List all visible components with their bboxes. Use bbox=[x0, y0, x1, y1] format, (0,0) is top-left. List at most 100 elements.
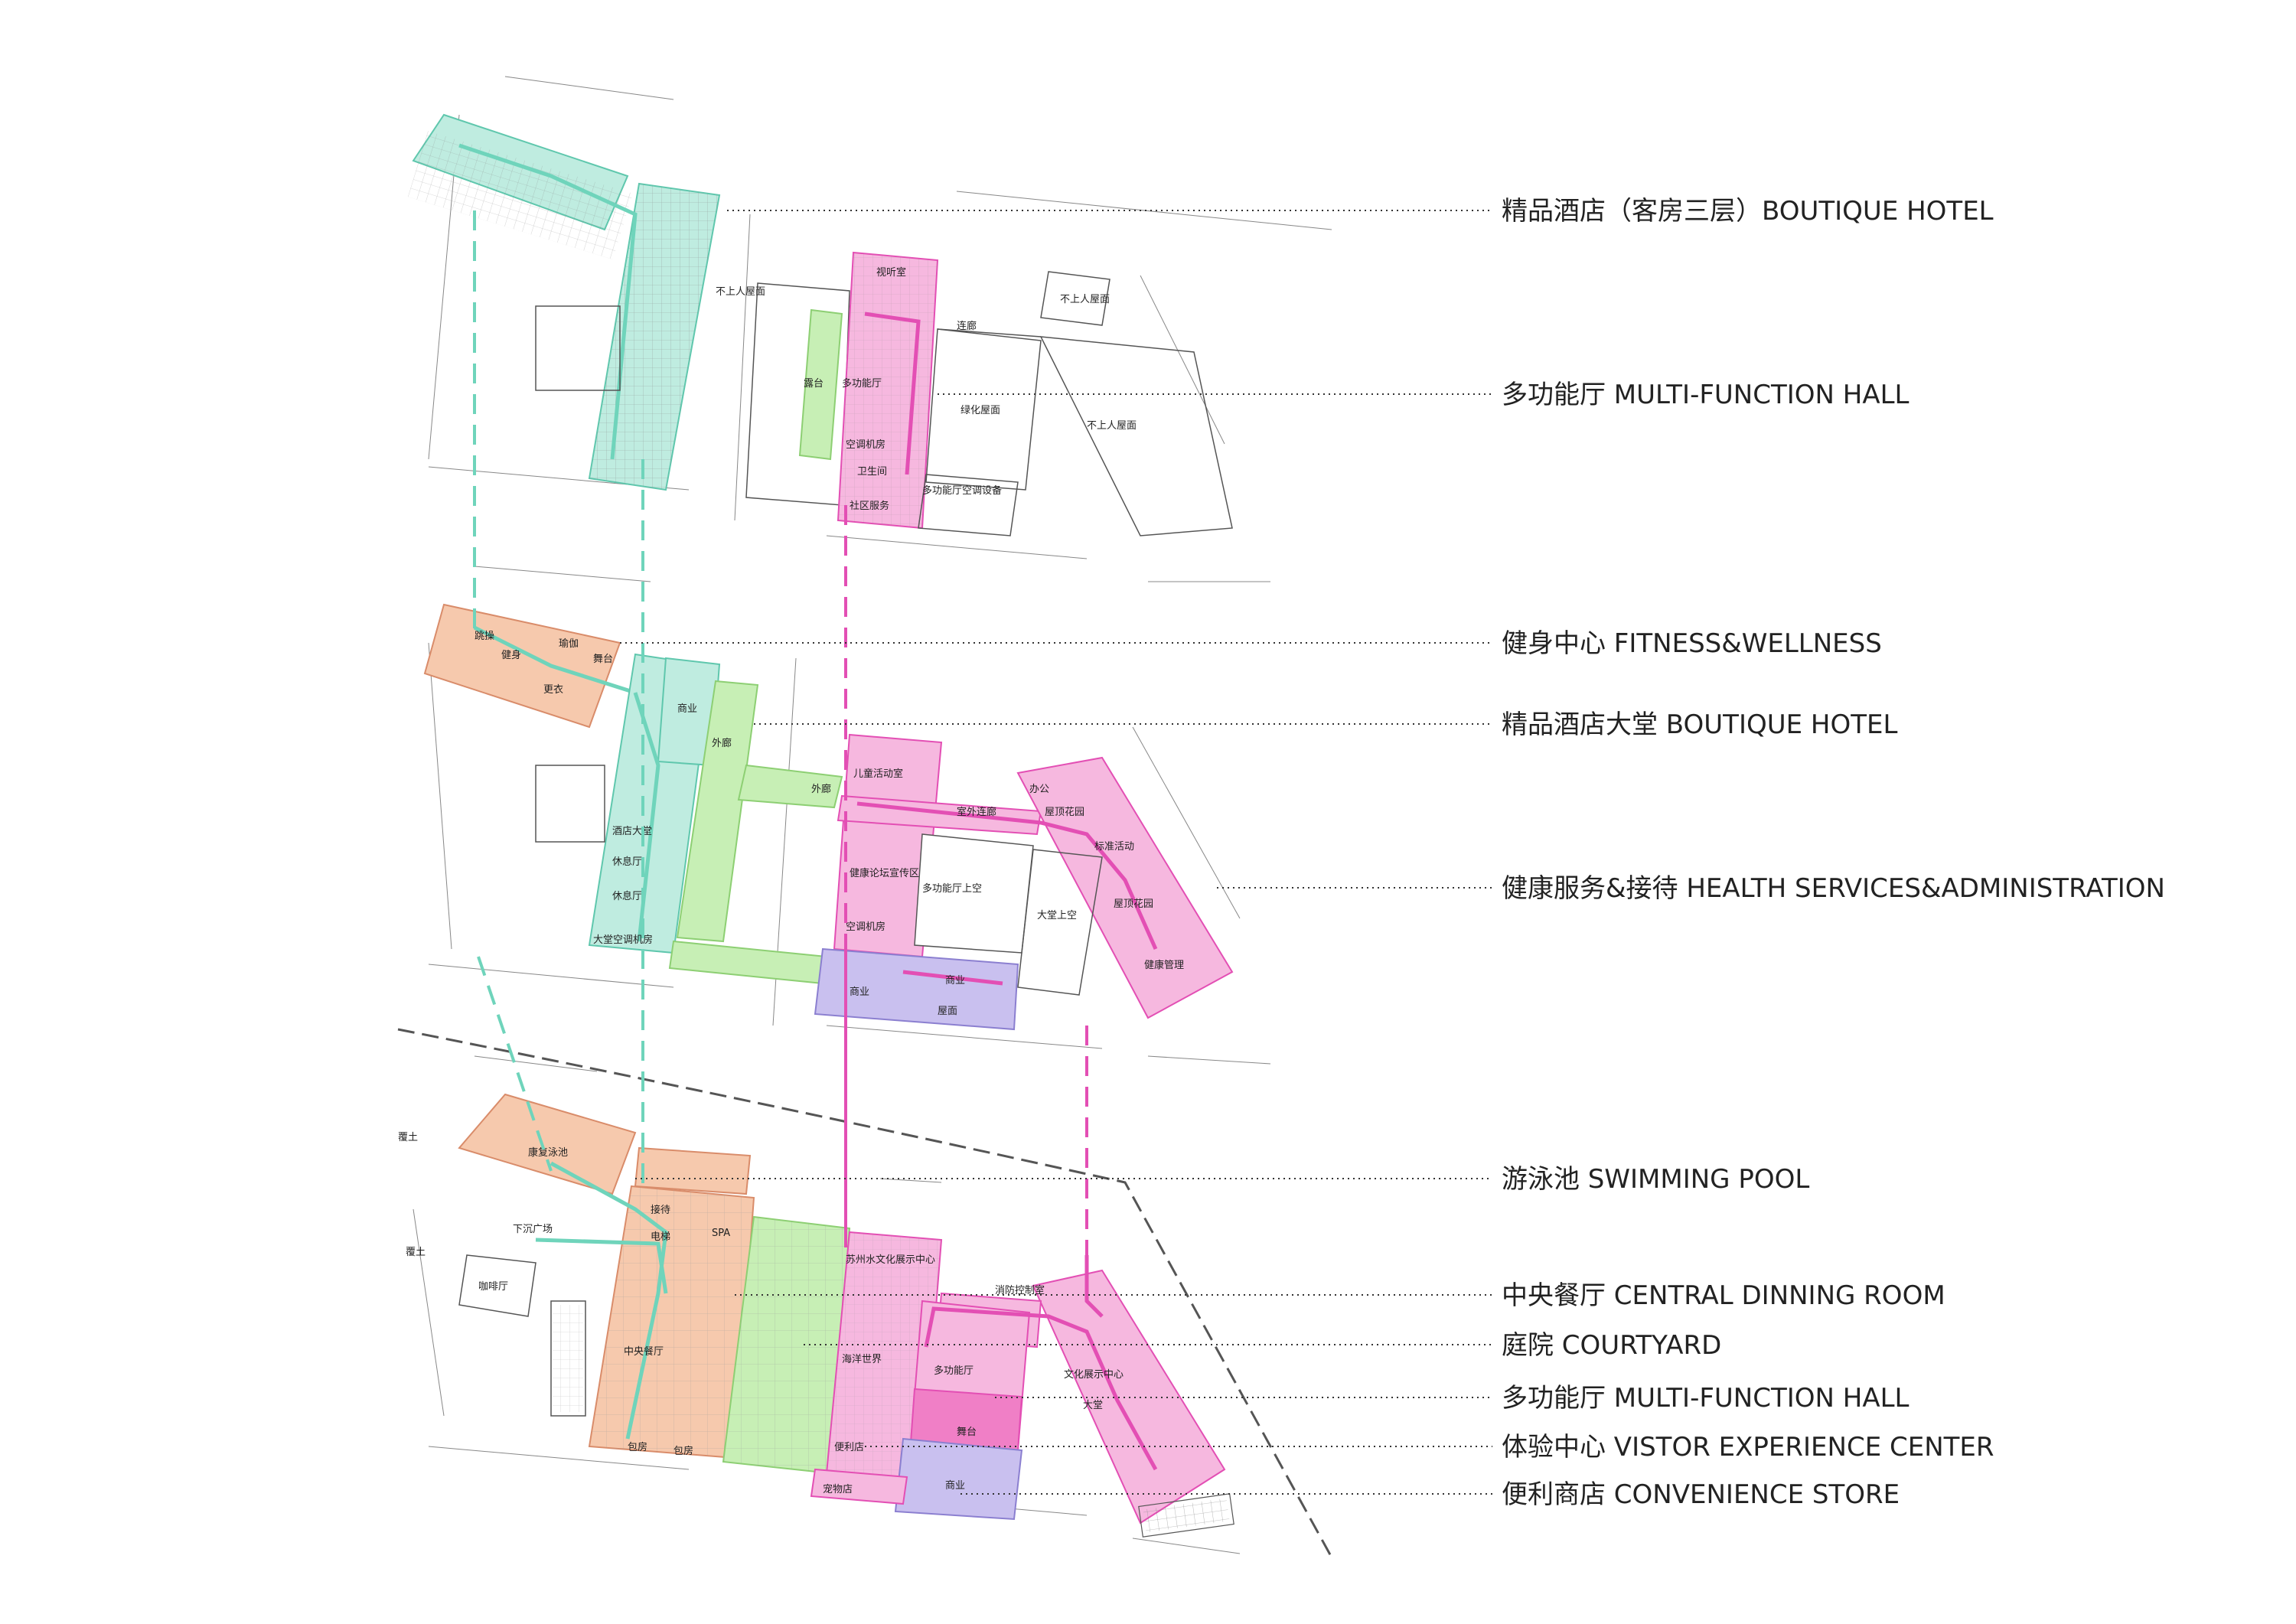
admin-block bbox=[1016, 756, 1234, 1019]
label-shequ: 社区服务 bbox=[850, 500, 889, 512]
cafe-zone bbox=[458, 1254, 536, 1317]
label-baofang2: 包房 bbox=[673, 1445, 693, 1457]
label-lvhua: 绿化屋面 bbox=[960, 405, 1000, 416]
legend-boutique-hotel-rooms: 精品酒店（客房三层）BOUTIQUE HOTEL bbox=[1502, 196, 1994, 227]
legend-boutique-hotel-lobby: 精品酒店大堂 BOUTIQUE HOTEL bbox=[1502, 709, 1897, 740]
label-youyong: 康复泳池 bbox=[528, 1146, 568, 1159]
leader-lines bbox=[620, 210, 1492, 1495]
dining-circulation bbox=[550, 1161, 668, 1440]
floor-bottom: 覆土 康复泳池 接待 SPA 电梯 下沉广场 覆土 咖啡厅 苏州水文化展示中心 … bbox=[397, 1028, 1333, 1558]
label-jiankang: 健康论坛宣传区 bbox=[850, 867, 919, 879]
label-kongtiao2: 空调机房 bbox=[846, 921, 885, 933]
label-wuding2: 屋顶花园 bbox=[1114, 898, 1153, 910]
label-shangye1: 商业 bbox=[677, 703, 697, 715]
dimension-lines-mid bbox=[428, 566, 1271, 1065]
site-boundary bbox=[397, 1028, 1333, 1558]
pet-shop bbox=[810, 1468, 908, 1505]
label-shiwai: 室外连廊 bbox=[957, 806, 996, 818]
terrace-green bbox=[798, 308, 843, 461]
label-jiedai: 接待 bbox=[651, 1204, 670, 1216]
label-bushang1: 不上人屋面 bbox=[716, 286, 765, 298]
label-waiting2: 外廊 bbox=[811, 783, 831, 795]
multi-circulation bbox=[864, 311, 921, 475]
label-tiaowu: 跳操 bbox=[475, 630, 494, 642]
fitness-circulation bbox=[473, 625, 636, 695]
label-shangye3: 商业 bbox=[945, 975, 965, 986]
label-wujia: 舞台 bbox=[593, 654, 613, 665]
label-wenhua: 文化展示中心 bbox=[1064, 1369, 1124, 1381]
floor-middle: 跳操 瑜伽 健身 舞台 更衣 商业 外廊 外廊 儿童活动室 室外连廊 办公 屋顶… bbox=[423, 566, 1271, 1065]
commercial-mid bbox=[814, 947, 1019, 1031]
legend-courtyard: 庭院 COURTYARD bbox=[1502, 1330, 1721, 1361]
label-dataokong: 大堂空调机房 bbox=[593, 934, 653, 946]
culture-circulation-north bbox=[1084, 1255, 1104, 1318]
label-datang: 大堂 bbox=[1083, 1400, 1103, 1411]
legend-health-services: 健康服务&接待 HEALTH SERVICES&ADMINISTRATION bbox=[1502, 873, 2165, 904]
pool-support bbox=[634, 1146, 752, 1195]
label-shangye2: 商业 bbox=[850, 986, 869, 998]
label-bangong: 办公 bbox=[1029, 784, 1049, 795]
roof-right-small bbox=[1040, 271, 1110, 326]
label-fuyu2: 覆土 bbox=[406, 1247, 426, 1258]
roof-right-large bbox=[1039, 336, 1233, 536]
label-kongtiao: 空调机房 bbox=[846, 439, 885, 451]
swimming-pool-block bbox=[458, 1093, 637, 1195]
label-weisheng: 卫生间 bbox=[857, 466, 887, 478]
convenience-store-block bbox=[894, 1437, 1023, 1521]
hotel-circulation bbox=[458, 143, 638, 460]
label-biaozhun: 标准活动 bbox=[1094, 841, 1134, 853]
label-duogongkt: 多功能厅空调设备 bbox=[922, 484, 1002, 497]
legend-convenience-store: 便利商店 CONVENIENCE STORE bbox=[1502, 1479, 1900, 1510]
legend-multi-function-top: 多功能厅 MULTI-FUNCTION HALL bbox=[1502, 380, 1910, 410]
boutique-hotel-rooms bbox=[407, 113, 721, 491]
label-wumian: 屋面 bbox=[938, 1006, 957, 1017]
label-duogong: 多功能厅 bbox=[842, 377, 882, 390]
label-kafei: 咖啡厅 bbox=[478, 1281, 508, 1293]
label-bianli: 便利店 bbox=[834, 1442, 864, 1453]
legend-visitor-experience: 体验中心 VISTOR EXPERIENCE CENTER bbox=[1502, 1432, 1994, 1463]
label-jiankanggl: 健康管理 bbox=[1144, 959, 1184, 971]
label-yujia: 瑜伽 bbox=[559, 638, 579, 650]
legend: 精品酒店（客房三层）BOUTIQUE HOTEL 多功能厅 MULTI-FUNC… bbox=[1502, 196, 2165, 1510]
fitness-block bbox=[423, 603, 621, 729]
legend-swimming-pool: 游泳池 SWIMMING POOL bbox=[1502, 1164, 1809, 1195]
label-xiaofang: 消防控制室 bbox=[995, 1284, 1045, 1296]
label-baofang1: 包房 bbox=[628, 1441, 647, 1453]
green-roof bbox=[925, 328, 1042, 491]
label-xiuxi1: 休息厅 bbox=[612, 856, 642, 868]
label-bushang3: 不上人屋面 bbox=[1087, 420, 1137, 432]
health-circulation bbox=[856, 801, 1158, 951]
label-fuyu: 覆土 bbox=[398, 1132, 418, 1143]
vertical-connectors bbox=[473, 210, 1088, 1255]
green-bottom-mid bbox=[668, 940, 828, 985]
label-lianglang: 连廊 bbox=[957, 320, 977, 332]
label-jiudiandt: 酒店大堂 bbox=[612, 826, 652, 837]
label-xiachen: 下沉广场 bbox=[513, 1224, 553, 1235]
green-link-mid bbox=[737, 764, 843, 809]
legend-fitness: 健身中心 FITNESS&WELLNESS bbox=[1502, 628, 1882, 659]
experience-circulation bbox=[924, 1306, 1158, 1471]
label-wuding: 屋顶花园 bbox=[1045, 806, 1084, 818]
label-suzhou: 苏州水文化展示中心 bbox=[846, 1254, 935, 1266]
multi-function-hall-top bbox=[745, 251, 1233, 536]
label-haiyang: 海洋世界 bbox=[842, 1354, 882, 1365]
label-lutai: 露台 bbox=[804, 378, 823, 390]
label-chongwu: 宠物店 bbox=[823, 1483, 853, 1495]
legend-multi-function-bot: 多功能厅 MULTI-FUNCTION HALL bbox=[1502, 1383, 1910, 1414]
dining-circulation-west bbox=[535, 1238, 668, 1294]
label-bushang2: 不上人屋面 bbox=[1060, 294, 1110, 305]
label-wutai: 舞台 bbox=[957, 1427, 977, 1438]
floor-top: 视听室 不上人屋面 不上人屋面 不上人屋面 连廊 露台 多功能厅 绿化屋面 空调… bbox=[407, 76, 1332, 582]
label-dianti: 电梯 bbox=[651, 1231, 670, 1243]
label-spa: SPA bbox=[712, 1228, 730, 1239]
label-shiting: 视听室 bbox=[876, 266, 906, 279]
label-zhongyang: 中央餐厅 bbox=[624, 1345, 664, 1358]
label-xiuxi2: 休息厅 bbox=[612, 890, 642, 902]
commercial-circulation bbox=[902, 970, 1003, 986]
label-waiting1: 外廊 bbox=[712, 737, 732, 749]
label-jianshen: 健身 bbox=[501, 649, 521, 661]
label-duogong3: 多功能厅 bbox=[934, 1365, 974, 1377]
label-duogongsk: 多功能厅上空 bbox=[922, 882, 982, 895]
legend-central-dining: 中央餐厅 CENTRAL DINNING ROOM bbox=[1502, 1280, 1945, 1311]
